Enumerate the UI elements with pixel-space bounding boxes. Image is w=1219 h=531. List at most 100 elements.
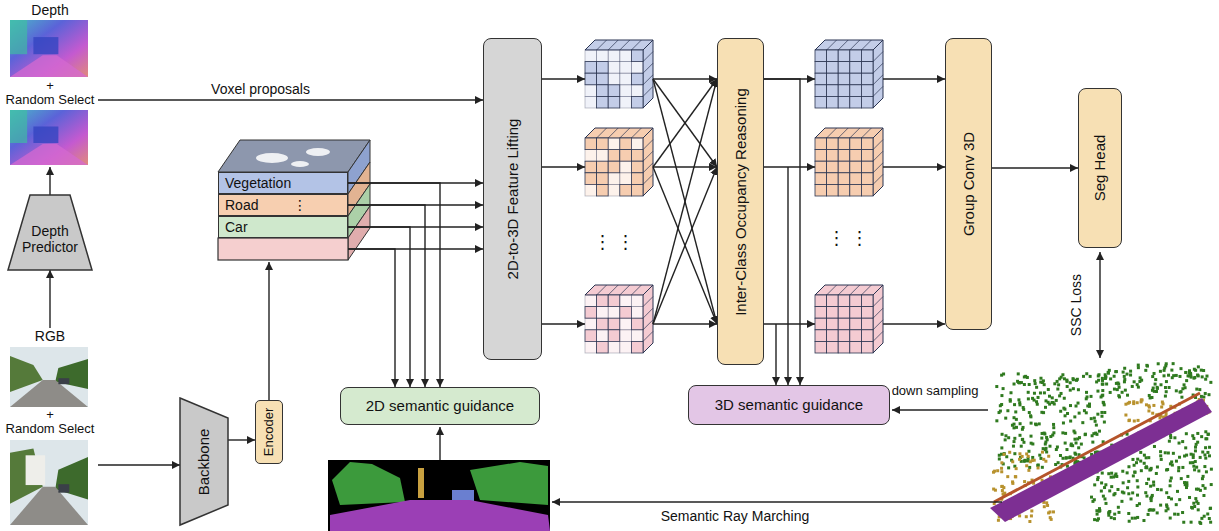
- point-cloud-point: [1202, 494, 1205, 497]
- voxel-cell: [597, 138, 609, 150]
- point-cloud-point: [1092, 432, 1095, 435]
- voxel-cell: [597, 73, 609, 85]
- point-cloud-point: [1007, 466, 1010, 469]
- voxel-side: [643, 128, 653, 196]
- voxel-cell: [850, 330, 862, 342]
- point-cloud-point: [1165, 390, 1168, 393]
- point-cloud-point: [1204, 437, 1207, 440]
- point-cloud-point: [1000, 467, 1003, 470]
- voxel-cell: [861, 184, 873, 196]
- point-cloud-point: [1126, 373, 1129, 376]
- point-cloud-point: [1101, 383, 1104, 386]
- point-cloud-point: [1126, 471, 1129, 474]
- voxel-cell: [585, 150, 597, 162]
- point-cloud-point: [1044, 406, 1047, 409]
- voxel-cell: [608, 161, 620, 173]
- voxel-cell: [827, 341, 839, 353]
- point-cloud-point: [1113, 375, 1116, 378]
- voxel-line: [597, 40, 607, 50]
- point-cloud-point: [1096, 478, 1099, 481]
- point-cloud-point: [1021, 438, 1024, 441]
- point-cloud-point: [1197, 469, 1200, 472]
- point-cloud-point: [1192, 465, 1195, 468]
- layer-side-face: [348, 206, 370, 260]
- point-cloud-point: [1170, 497, 1173, 500]
- voxel-cell: [838, 161, 850, 173]
- point-cloud-point: [1204, 487, 1207, 490]
- point-cloud-point: [1047, 388, 1050, 391]
- point-cloud-point: [1093, 417, 1096, 420]
- point-cloud-point: [1021, 455, 1024, 458]
- rgb-input-panel: RGB+Random Select: [2, 328, 98, 527]
- voxel-side: [643, 285, 653, 353]
- reasoning-input: [653, 79, 717, 167]
- point-cloud-point: [1199, 489, 1202, 492]
- node-text: ⋮: [293, 197, 307, 213]
- annotation-label: ⋮ ⋮: [827, 228, 868, 249]
- point-cloud-point: [1190, 521, 1193, 524]
- photo-road: [10, 380, 88, 407]
- point-cloud-point: [1127, 465, 1130, 468]
- point-cloud-point: [1028, 520, 1031, 523]
- point-cloud-point: [1175, 460, 1178, 463]
- voxel-cell: [827, 62, 839, 74]
- point-cloud-point: [1101, 389, 1104, 392]
- point-cloud-point: [1128, 520, 1131, 523]
- connector: [348, 205, 425, 387]
- point-cloud-point: [1103, 411, 1106, 414]
- voxel-cell: [850, 161, 862, 173]
- point-cloud-point: [1085, 372, 1088, 375]
- point-cloud-point: [1023, 459, 1026, 462]
- point-cloud-point: [1151, 494, 1154, 497]
- point-cloud-point: [1108, 510, 1111, 513]
- point-cloud-point: [1127, 512, 1130, 515]
- voxel-cell: [850, 85, 862, 97]
- point-cloud-point: [1101, 472, 1104, 475]
- point-cloud-point: [1191, 507, 1194, 510]
- voxel-cell: [631, 73, 643, 85]
- point-cloud-point: [1018, 403, 1021, 406]
- voxel-cell: [827, 184, 839, 196]
- point-cloud-point: [1209, 507, 1212, 510]
- point-cloud-point: [1101, 383, 1104, 386]
- point-cloud-point: [1193, 377, 1196, 380]
- voxel-cell: [608, 341, 620, 353]
- point-cloud-point: [1109, 391, 1112, 394]
- feature-blob: [256, 153, 288, 163]
- voxel-cell: [585, 295, 597, 307]
- point-cloud-point: [1065, 456, 1068, 459]
- voxel-cell: [597, 50, 609, 62]
- point-cloud-point: [1076, 437, 1079, 440]
- point-cloud-point: [1002, 492, 1005, 495]
- point-cloud-point: [1084, 433, 1087, 436]
- point-cloud-point: [1133, 420, 1136, 423]
- point-cloud-point: [1153, 445, 1156, 448]
- point-cloud-point: [1064, 442, 1067, 445]
- point-cloud-point: [1146, 365, 1149, 368]
- point-cloud-point: [1117, 506, 1120, 509]
- voxel-cell: [815, 307, 827, 319]
- point-cloud-point: [1095, 424, 1098, 427]
- point-cloud-point: [1149, 508, 1152, 511]
- point-cloud-point: [1145, 403, 1148, 406]
- point-cloud-point: [1020, 445, 1023, 448]
- voxel-line: [643, 52, 653, 62]
- voxel-cell: [850, 50, 862, 62]
- voxel-cell: [827, 85, 839, 97]
- point-cloud-point: [1171, 376, 1174, 379]
- point-cloud-point: [1034, 382, 1037, 385]
- guidance-box: 3D semantic guidance: [688, 385, 890, 425]
- point-cloud-point: [1058, 394, 1061, 397]
- voxel-line: [620, 285, 630, 295]
- point-cloud-point: [1170, 460, 1173, 463]
- point-cloud-point: [1064, 414, 1067, 417]
- point-cloud-point: [1193, 376, 1196, 379]
- point-cloud-point: [1199, 522, 1202, 525]
- point-cloud-point: [1017, 372, 1020, 375]
- point-cloud-point: [1114, 370, 1117, 373]
- point-cloud-point: [1019, 434, 1022, 437]
- point-cloud-point: [1052, 426, 1055, 429]
- voxel-cell: [815, 295, 827, 307]
- point-cloud-point: [1159, 450, 1162, 453]
- point-cloud-point: [1107, 472, 1110, 475]
